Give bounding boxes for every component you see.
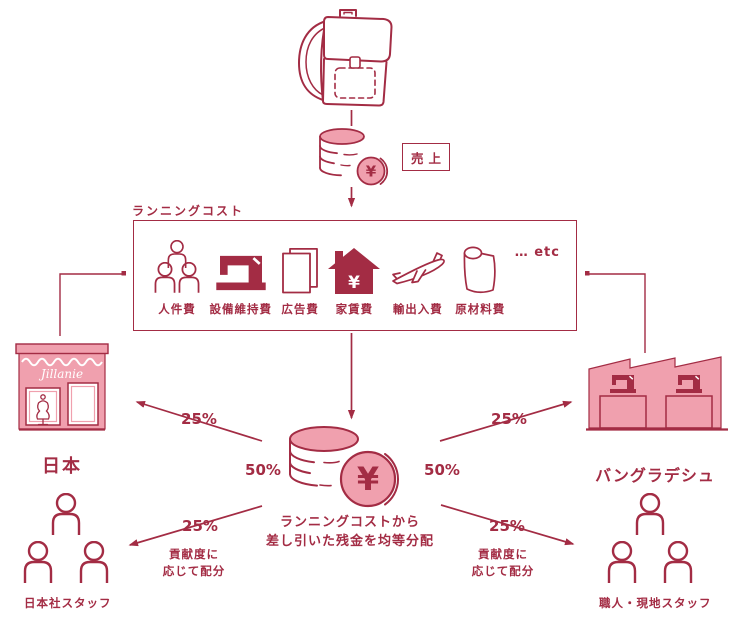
japan-label: 日本 xyxy=(42,456,82,477)
cost-label: 人件費 xyxy=(158,302,196,316)
cost-label: 広告費 xyxy=(281,302,319,316)
arrow-25-to-bangladesh-factory xyxy=(439,400,573,442)
randoseru-schoolbag-icon xyxy=(298,9,393,107)
percent-left-lower: 25% xyxy=(182,517,218,535)
connector-dot-right xyxy=(585,271,590,276)
fabric-roll-icon xyxy=(463,246,496,294)
japan-staff-group-icon xyxy=(23,493,109,583)
connector-dot-left xyxy=(121,271,126,276)
cost-item-personnel: 人件費 xyxy=(154,240,200,317)
yen-symbol-large: ¥ xyxy=(357,460,379,498)
revenue-coin-stack-icon: ¥ xyxy=(319,128,389,186)
bangladesh-factory-icon xyxy=(586,356,728,431)
japan-staff-label: 日本社スタッフ xyxy=(24,596,112,610)
cost-label: 家賃費 xyxy=(335,302,374,316)
local-staff-label: 職人・現地スタッフ xyxy=(599,596,712,610)
arrow-25-to-japan-shop xyxy=(135,400,263,442)
work-table xyxy=(599,395,647,429)
sales-label-box: 売上 xyxy=(402,143,450,171)
sales-label: 売上 xyxy=(410,150,446,166)
people-icon xyxy=(154,240,200,293)
distribution-note-line2: 差し引いた残金を均等分配 xyxy=(265,534,434,549)
airplane-icon xyxy=(391,252,445,285)
shop-sign-text: Jillanie xyxy=(38,367,83,381)
percent-right-mid: 50% xyxy=(424,461,460,479)
contribution-note-line1: 貢献度に xyxy=(169,547,219,561)
coin-stack-yen-icon: ¥ xyxy=(289,426,399,508)
percent-left-mid: 50% xyxy=(245,461,281,479)
contribution-note-line2: 応じて配分 xyxy=(162,564,226,578)
bangladesh-label: バングラデシュ xyxy=(595,466,715,485)
distribution-note-line1: ランニングコストから xyxy=(279,515,420,530)
contribution-note-right: 貢献度に 応じて配分 xyxy=(451,546,555,580)
arrow-25-to-local-staff xyxy=(440,504,575,546)
cost-item-equipment: 設備維持費 xyxy=(209,242,272,317)
percent-right-upper: 25% xyxy=(491,410,527,428)
work-table xyxy=(665,395,713,429)
cost-item-import-export: 輸出入費 xyxy=(390,236,446,317)
shop-door xyxy=(67,382,99,426)
cost-item-raw-materials: 原材料費 xyxy=(455,242,505,317)
arrow-25-to-japan-staff xyxy=(128,505,263,547)
distribution-note: ランニングコストから 差し引いた残金を均等分配 xyxy=(248,513,452,551)
yen-symbol-house: ¥ xyxy=(348,273,360,293)
contribution-note-line1: 貢献度に xyxy=(478,547,528,561)
percent-right-lower: 25% xyxy=(489,517,525,535)
contribution-note-left: 貢献度に 応じて配分 xyxy=(142,546,246,580)
percent-left-upper: 25% xyxy=(181,410,217,428)
flyers-icon xyxy=(282,247,319,294)
cost-item-rent: ¥ 家賃費 xyxy=(328,242,381,317)
contribution-note-line2: 応じて配分 xyxy=(471,564,535,578)
sewing-machine-icon xyxy=(215,254,266,292)
etc-label: … etc xyxy=(514,244,560,260)
cost-label: 設備維持費 xyxy=(209,302,272,316)
running-costs-title: ランニングコスト xyxy=(132,204,245,218)
yen-symbol-small: ¥ xyxy=(366,163,377,181)
awning-scallop xyxy=(21,357,103,367)
house-yen-icon: ¥ xyxy=(328,248,381,294)
dress-form-icon xyxy=(36,394,50,426)
cost-item-advertising: 広告費 xyxy=(281,242,319,317)
running-costs-box: 人件費 設備維持費 広告費 xyxy=(133,220,577,331)
cost-label: 輸出入費 xyxy=(392,302,443,316)
cost-label: 原材料費 xyxy=(455,302,506,316)
local-staff-group-icon xyxy=(607,493,693,583)
connector-costs-to-factory xyxy=(587,273,646,353)
connector-costs-to-shop xyxy=(59,273,125,336)
japan-shop-icon: Jillanie xyxy=(15,343,109,431)
